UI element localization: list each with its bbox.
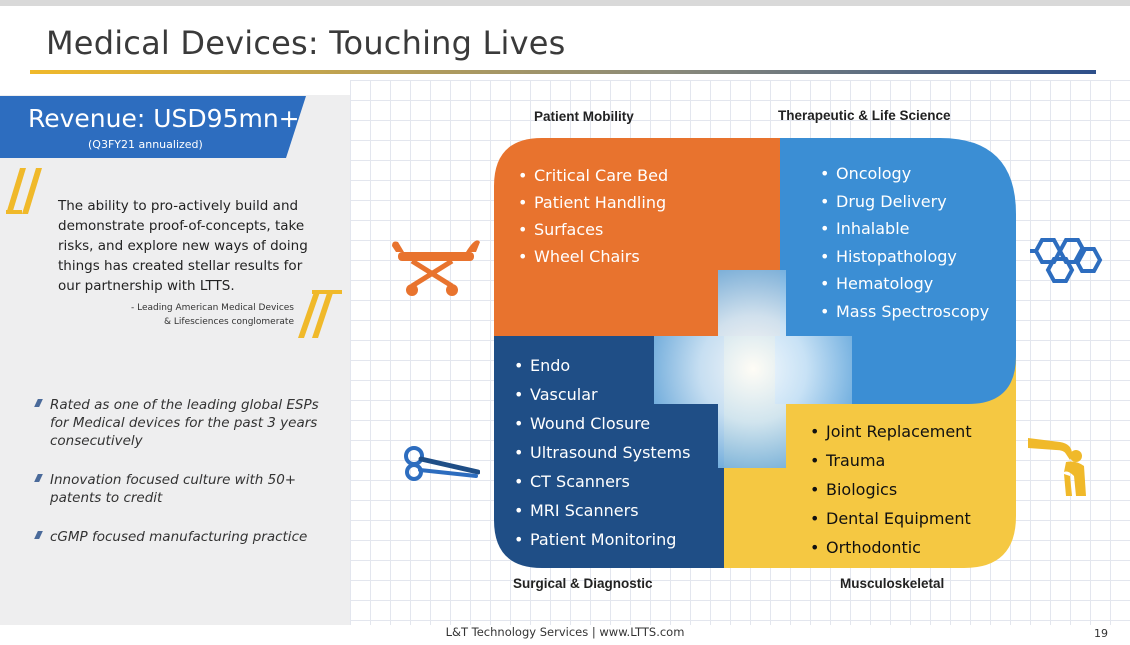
patient-mobility-list: Critical Care Bed Patient Handling Surfa… bbox=[518, 162, 668, 270]
label-surgical: Surgical & Diagnostic bbox=[513, 576, 653, 591]
bullet-marker-icon bbox=[34, 531, 43, 539]
attribution-line2: & Lifesciences conglomerate bbox=[164, 317, 294, 327]
attribution-line1: - Leading American Medical Devices bbox=[130, 303, 294, 313]
page-title: Medical Devices: Touching Lives bbox=[46, 24, 566, 62]
quote-close-icon bbox=[298, 290, 342, 338]
list-item: Mass Spectroscopy bbox=[820, 298, 989, 326]
therapeutic-list: Oncology Drug Delivery Inhalable Histopa… bbox=[820, 160, 989, 325]
list-item: Inhalable bbox=[820, 215, 989, 243]
highlight-item: Rated as one of the leading global ESPs … bbox=[34, 396, 336, 450]
highlight-item: Innovation focused culture with 50+ pate… bbox=[34, 471, 336, 507]
revenue-period: (Q3FY21 annualized) bbox=[88, 138, 203, 151]
list-item: CT Scanners bbox=[514, 467, 690, 496]
list-item: Biologics bbox=[810, 475, 972, 504]
list-item: Trauma bbox=[810, 446, 972, 475]
list-item: MRI Scanners bbox=[514, 496, 690, 525]
page-number: 19 bbox=[1094, 627, 1108, 640]
list-item: Drug Delivery bbox=[820, 188, 989, 216]
list-item: Patient Handling bbox=[518, 189, 668, 216]
musculoskeletal-list: Joint Replacement Trauma Biologics Denta… bbox=[810, 417, 972, 562]
stretcher-icon bbox=[392, 240, 480, 296]
list-item: Oncology bbox=[820, 160, 989, 188]
list-item: Endo bbox=[514, 351, 690, 380]
surgical-scissors-icon bbox=[404, 446, 480, 481]
highlights-list: Rated as one of the leading global ESPs … bbox=[34, 396, 336, 567]
bullet-marker-icon bbox=[34, 474, 43, 482]
list-item: Wheel Chairs bbox=[518, 243, 668, 270]
list-item: Joint Replacement bbox=[810, 417, 972, 446]
list-item: Histopathology bbox=[820, 243, 989, 271]
title-underline bbox=[30, 70, 1096, 74]
revenue-banner bbox=[0, 96, 306, 158]
label-musculoskeletal: Musculoskeletal bbox=[840, 576, 945, 591]
knee-joint-icon bbox=[1028, 438, 1086, 496]
highlight-item: cGMP focused manufacturing practice bbox=[34, 528, 336, 546]
surgical-list: Endo Vascular Wound Closure Ultrasound S… bbox=[514, 351, 690, 554]
label-therapeutic: Therapeutic & Life Science bbox=[778, 108, 951, 123]
list-item: Ultrasound Systems bbox=[514, 438, 690, 467]
list-item: Orthodontic bbox=[810, 533, 972, 562]
list-item: Patient Monitoring bbox=[514, 525, 690, 554]
list-item: Dental Equipment bbox=[810, 504, 972, 533]
testimonial-attribution: - Leading American Medical Devices & Lif… bbox=[100, 301, 294, 329]
medical-cross-icon bbox=[654, 270, 852, 468]
list-item: Surfaces bbox=[518, 216, 668, 243]
left-panel bbox=[0, 95, 350, 625]
bullet-marker-icon bbox=[34, 399, 43, 407]
revenue-value: Revenue: USD95mn+ bbox=[28, 104, 300, 133]
list-item: Hematology bbox=[820, 270, 989, 298]
top-border bbox=[0, 0, 1130, 6]
list-item: Vascular bbox=[514, 380, 690, 409]
label-patient-mobility: Patient Mobility bbox=[534, 109, 634, 124]
list-item: Wound Closure bbox=[514, 409, 690, 438]
quote-open-icon bbox=[6, 168, 42, 214]
molecule-icon bbox=[1030, 238, 1103, 283]
list-item: Critical Care Bed bbox=[518, 162, 668, 189]
footer-text: L&T Technology Services | www.LTTS.com bbox=[445, 625, 685, 639]
testimonial-quote: The ability to pro-actively build and de… bbox=[58, 198, 308, 294]
